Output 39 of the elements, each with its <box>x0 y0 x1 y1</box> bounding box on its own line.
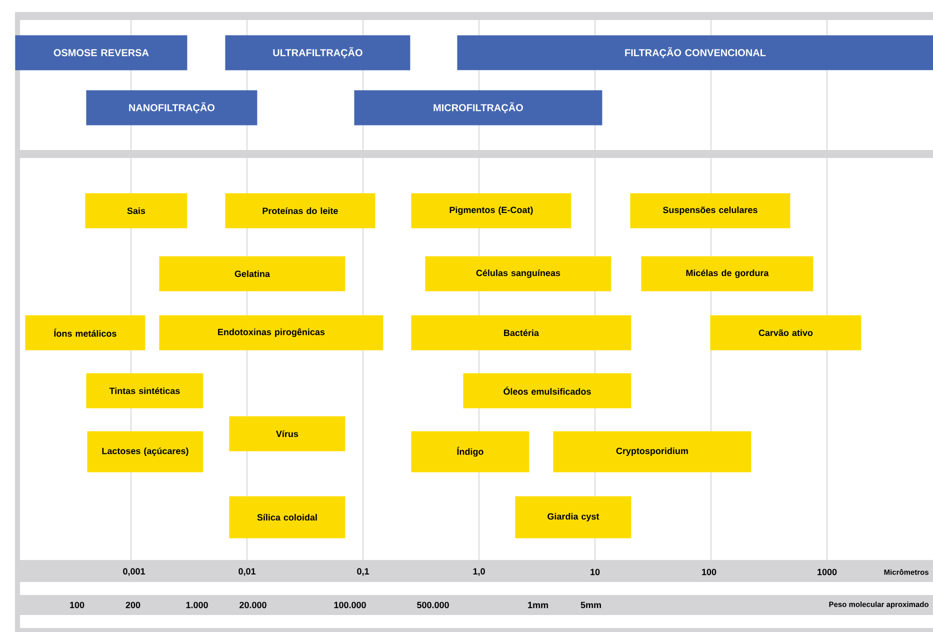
axis-tick-label: 20.000 <box>240 602 266 608</box>
particle-box: Cryptosporidium <box>553 431 752 472</box>
particle-box: Íons metálicos <box>25 315 146 350</box>
particle-box: Pigmentos (E-Coat) <box>411 193 572 228</box>
particle-box: Lactoses (açúcares) <box>87 431 204 472</box>
particle-box: Vírus <box>229 416 346 452</box>
axis-tick-label: 100 <box>70 602 84 608</box>
particle-box: Gelatina <box>159 256 346 292</box>
filtration-band: ULTRAFILTRAÇÃO <box>225 35 410 70</box>
particle-box: Sais <box>85 193 188 228</box>
particle-box: Suspensões celulares <box>630 193 790 228</box>
particle-box: Carvão ativo <box>710 315 862 350</box>
axis-tick-label: 0,01 <box>238 568 256 576</box>
axis-tick-label: 1000 <box>818 568 837 576</box>
axis-tick-label: 10 <box>590 568 600 576</box>
filtration-band: OSMOSE REVERSA <box>15 35 188 70</box>
particle-box: Micélas de gordura <box>641 256 814 292</box>
axis-tick-label: 0,1 <box>357 568 369 576</box>
particle-box: Sílica coloidal <box>229 496 346 538</box>
filtration-band: FILTRAÇÃO CONVENCIONAL <box>457 35 933 70</box>
filtration-band: MICROFILTRAÇÃO <box>354 90 602 126</box>
axis-tick-label: 100 <box>702 568 716 576</box>
particle-box: Giardia cyst <box>515 496 632 538</box>
particle-box: Tintas sintéticas <box>86 373 204 408</box>
filtration-band: NANOFILTRAÇÃO <box>86 90 258 126</box>
axis-tick-label: 5mm <box>580 602 601 608</box>
axis-tick-label: 100.000 <box>334 602 366 608</box>
particle-box: Endotoxinas pirogênicas <box>159 315 384 350</box>
particle-box: Células sanguíneas <box>425 256 612 292</box>
axis-tick-label: 0,001 <box>123 568 145 576</box>
particle-box: Índigo <box>411 431 530 472</box>
axis-tick-label: 1.000 <box>186 602 208 608</box>
particle-box: Proteínas do leite <box>225 193 376 228</box>
axis-tick-label: 500.000 <box>417 602 449 608</box>
particle-box: Bactéria <box>411 315 632 350</box>
particle-box: Óleos emulsificados <box>463 373 632 408</box>
axis-tick-label: 1mm <box>528 602 548 608</box>
axis-tick-label: 1,0 <box>473 568 485 576</box>
axis-tick-label: 200 <box>126 602 140 608</box>
